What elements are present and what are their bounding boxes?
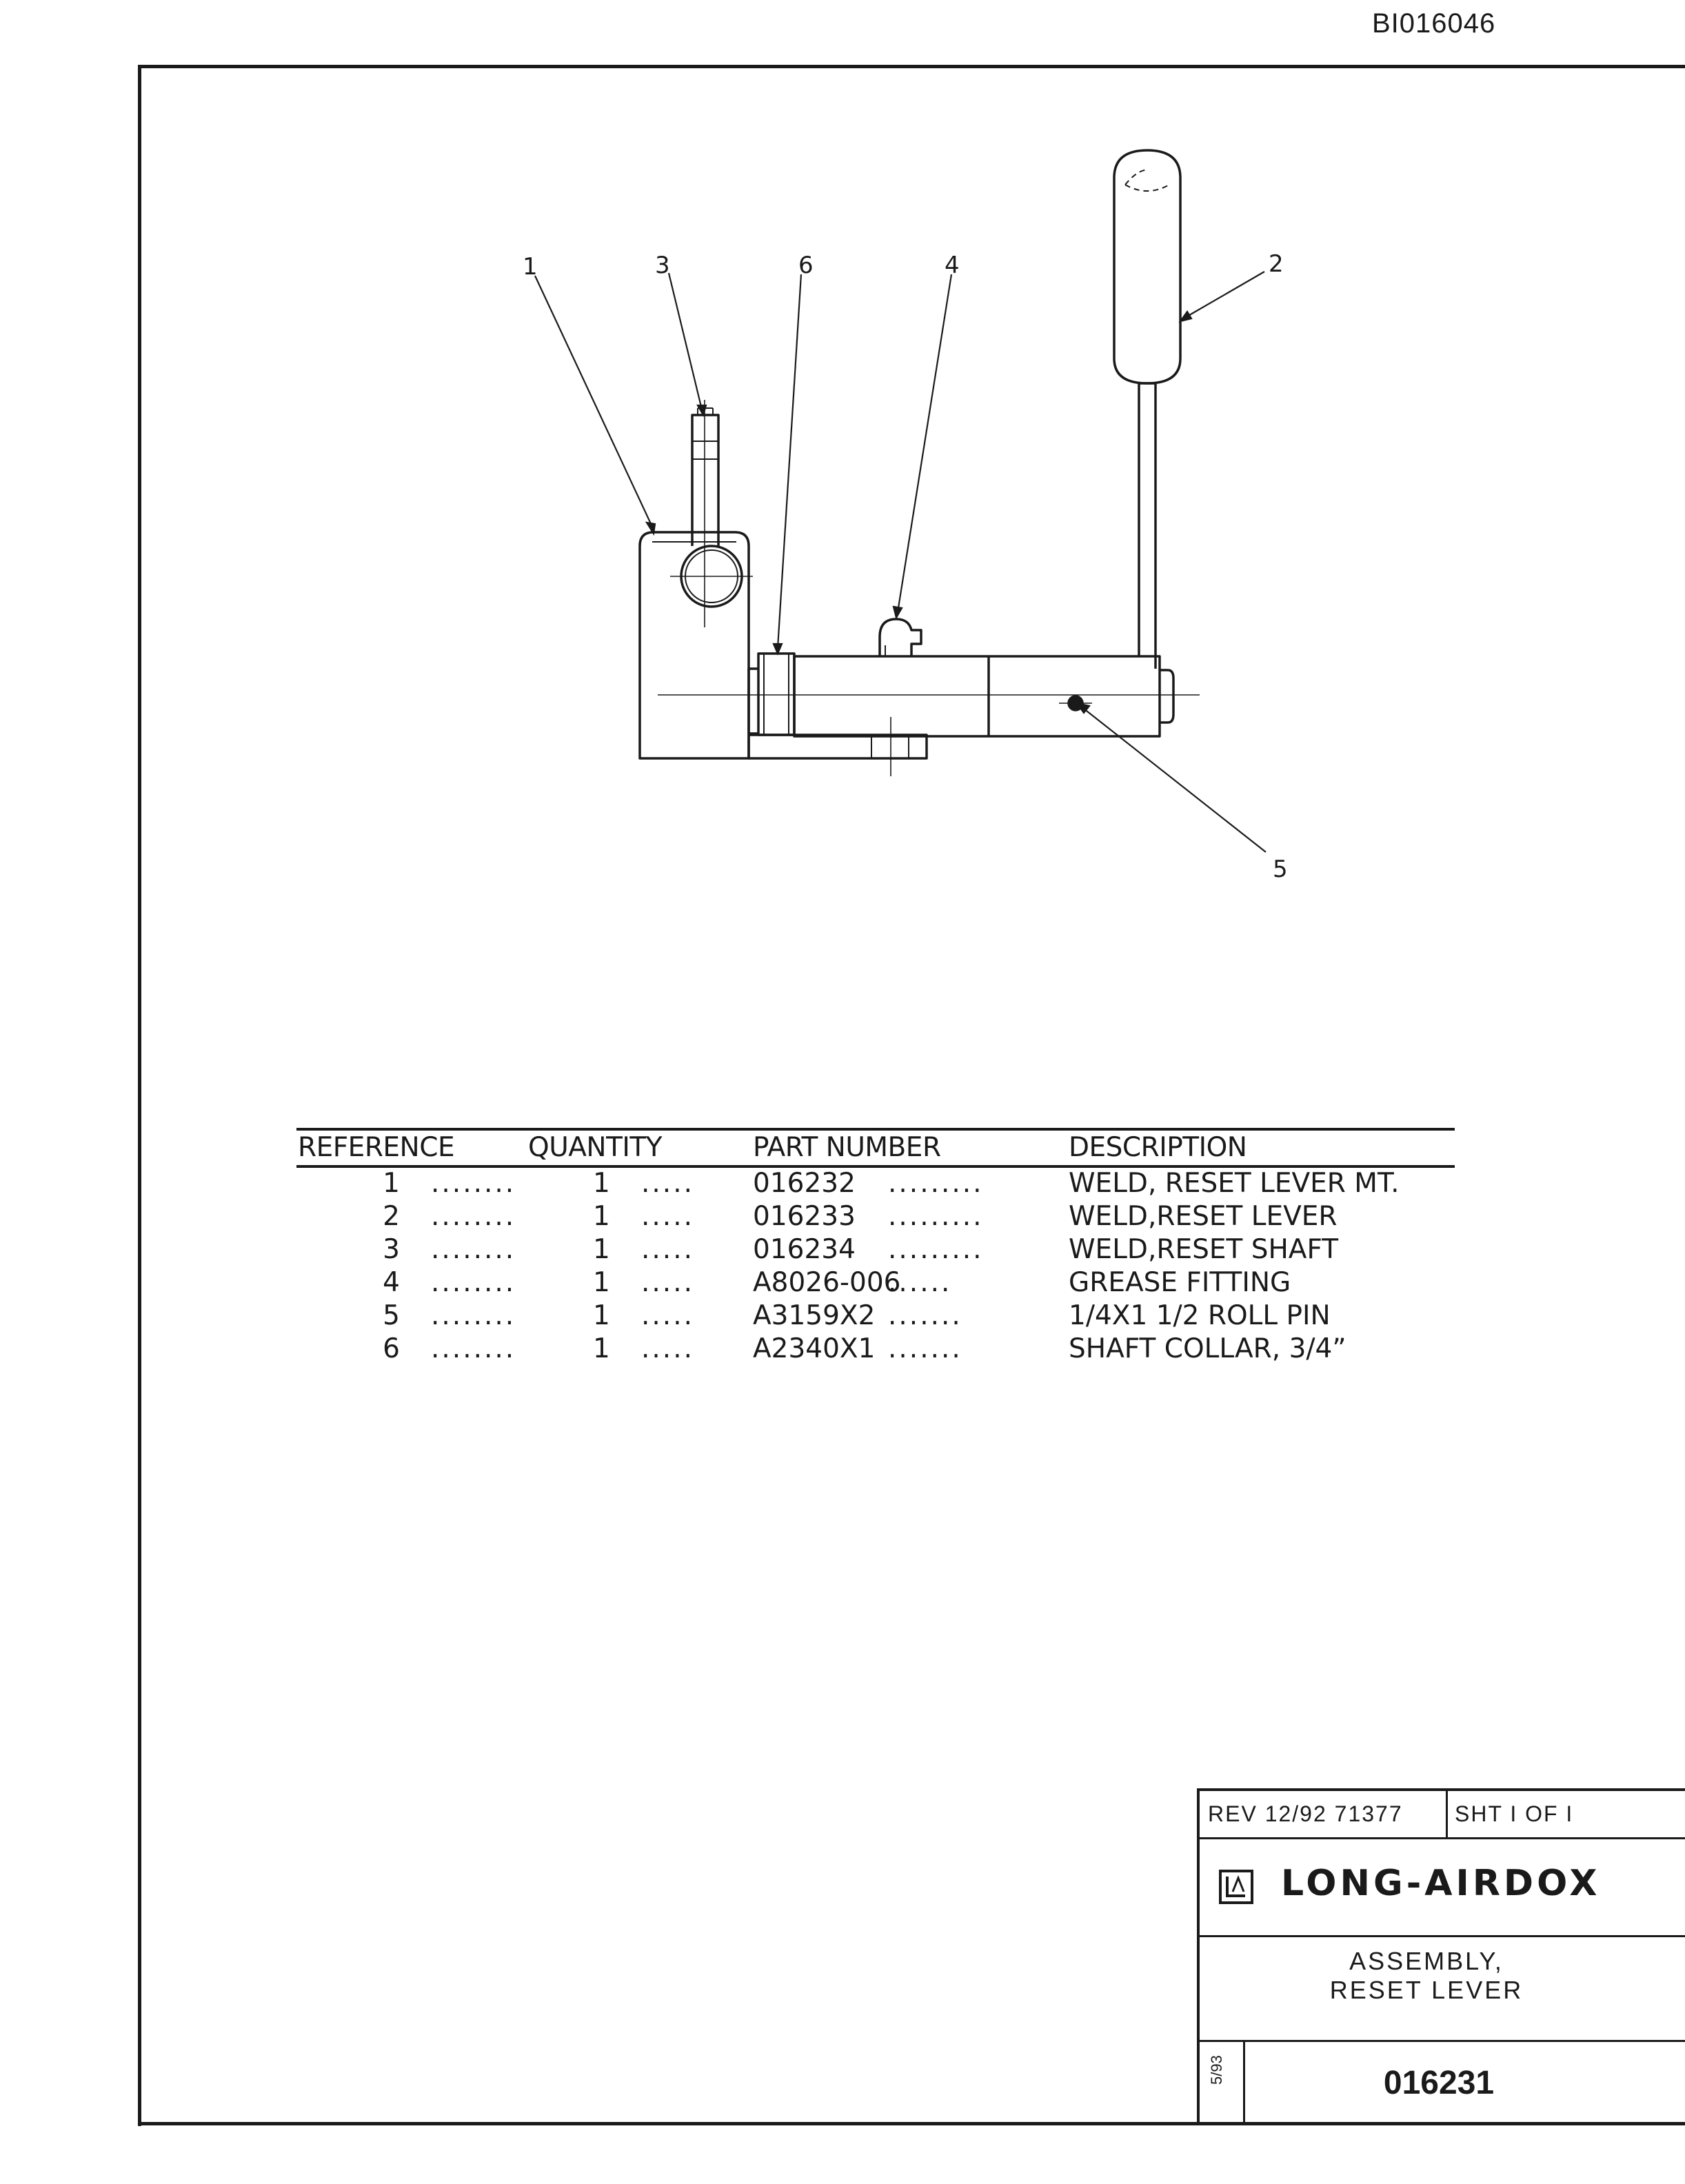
horizontal-tube [793, 655, 1161, 738]
row-leader-dots: ..... [641, 1333, 694, 1364]
drawing-title-line2: RESET LEVER [1329, 1976, 1524, 2004]
callout-6: 6 [798, 252, 814, 279]
row-quantity: 1 [593, 1168, 610, 1199]
title-block: REV 12/92 71377 SHT I OF I LONG-AIRDOX A… [1197, 1788, 1685, 2125]
row-leader-dots: ........ [431, 1168, 516, 1199]
company-logo-cell: LONG-AIRDOX [1200, 1839, 1685, 1937]
row-quantity: 1 [593, 1201, 610, 1232]
header-description: DESCRIPTION [1069, 1132, 1247, 1163]
sheet-cell: SHT I OF I [1448, 1791, 1685, 1839]
revision-cell: REV 12/92 71377 [1200, 1791, 1448, 1839]
drawing-frame-left [138, 65, 141, 2126]
drawing-frame-bottom [138, 2122, 1685, 2125]
row-leader-dots: ........ [431, 1267, 516, 1298]
row-leader-dots: ....... [888, 1300, 962, 1331]
row-reference: 2 [383, 1201, 400, 1232]
row-leader-dots: ..... [641, 1267, 694, 1298]
grease-fitting [878, 618, 922, 656]
parts-row: 5 ........ 1 ..... A3159X2 ....... 1/4X1… [296, 1300, 1455, 1333]
row-leader-dots: ..... [641, 1168, 694, 1199]
parts-row: 6 ........ 1 ..... A2340X1 ....... SHAFT… [296, 1333, 1455, 1366]
row-part-number: 016232 [753, 1168, 856, 1199]
row-description: WELD,RESET LEVER [1069, 1201, 1338, 1232]
row-quantity: 1 [593, 1267, 610, 1298]
drawing-date: 5/93 [1208, 2055, 1225, 2085]
row-description: 1/4X1 1/2 ROLL PIN [1069, 1300, 1331, 1331]
callout-2: 2 [1269, 250, 1284, 278]
drawing-title-line1: ASSEMBLY, [1349, 1947, 1504, 1975]
row-leader-dots: ..... [641, 1234, 694, 1265]
row-reference: 3 [383, 1234, 400, 1265]
row-leader-dots: ......... [888, 1168, 984, 1199]
reset-lever-mount [638, 531, 750, 760]
row-quantity: 1 [593, 1333, 610, 1364]
row-quantity: 1 [593, 1234, 610, 1265]
row-part-number: A8026-006 [753, 1267, 901, 1298]
row-description: SHAFT COLLAR, 3/4” [1069, 1333, 1346, 1364]
row-reference: 5 [383, 1300, 400, 1331]
reset-lever-rod [1138, 382, 1157, 669]
row-part-number: A3159X2 [753, 1300, 876, 1331]
row-reference: 4 [383, 1267, 400, 1298]
row-leader-dots: ........ [431, 1234, 516, 1265]
header-part-number: PART NUMBER [753, 1132, 941, 1163]
row-part-number: A2340X1 [753, 1333, 876, 1364]
document-id: BI016046 [1372, 8, 1496, 39]
callout-4: 4 [945, 252, 960, 279]
row-leader-dots: ..... [641, 1300, 694, 1331]
row-leader-dots: ..... [641, 1201, 694, 1232]
header-reference: REFERENCE [298, 1132, 455, 1163]
parts-row: 1 ........ 1 ..... 016232 ......... WELD… [296, 1168, 1455, 1201]
row-leader-dots: ......... [888, 1201, 984, 1232]
row-part-number: 016233 [753, 1201, 856, 1232]
end-cap [1160, 669, 1175, 724]
row-leader-dots: ....... [888, 1333, 962, 1364]
date-cell: 5/93 [1200, 2042, 1245, 2125]
parts-row: 4 ........ 1 ..... A8026-006 ...... GREA… [296, 1267, 1455, 1300]
parts-table-header: REFERENCE QUANTITY PART NUMBER DESCRIPTI… [296, 1128, 1455, 1168]
callout-5: 5 [1273, 856, 1288, 883]
row-description: WELD,RESET SHAFT [1069, 1234, 1339, 1265]
row-leader-dots: ...... [888, 1267, 952, 1298]
row-description: WELD, RESET LEVER MT. [1069, 1168, 1400, 1199]
row-part-number: 016234 [753, 1234, 856, 1265]
row-leader-dots: ........ [431, 1333, 516, 1364]
callout-3: 3 [655, 252, 670, 279]
row-reference: 1 [383, 1168, 400, 1199]
row-leader-dots: ........ [431, 1300, 516, 1331]
lever-handle [1113, 149, 1182, 385]
row-description: GREASE FITTING [1069, 1267, 1291, 1298]
drawing-title-cell: ASSEMBLY, RESET LEVER [1200, 1937, 1685, 2042]
header-quantity: QUANTITY [528, 1132, 663, 1163]
parts-row: 2 ........ 1 ..... 016233 ......... WELD… [296, 1201, 1455, 1234]
parts-row: 3 ........ 1 ..... 016234 ......... WELD… [296, 1234, 1455, 1267]
drawing-frame-top [138, 65, 1685, 68]
company-logo-icon [1219, 1870, 1253, 1904]
company-name: LONG-AIRDOX [1281, 1863, 1601, 1904]
callout-1: 1 [523, 253, 538, 281]
drawing-number: 016231 [1383, 2065, 1495, 2101]
row-leader-dots: ........ [431, 1201, 516, 1232]
reset-shaft [691, 414, 720, 546]
parts-table: REFERENCE QUANTITY PART NUMBER DESCRIPTI… [296, 1128, 1455, 1366]
row-leader-dots: ......... [888, 1234, 984, 1265]
row-quantity: 1 [593, 1300, 610, 1331]
row-reference: 6 [383, 1333, 400, 1364]
